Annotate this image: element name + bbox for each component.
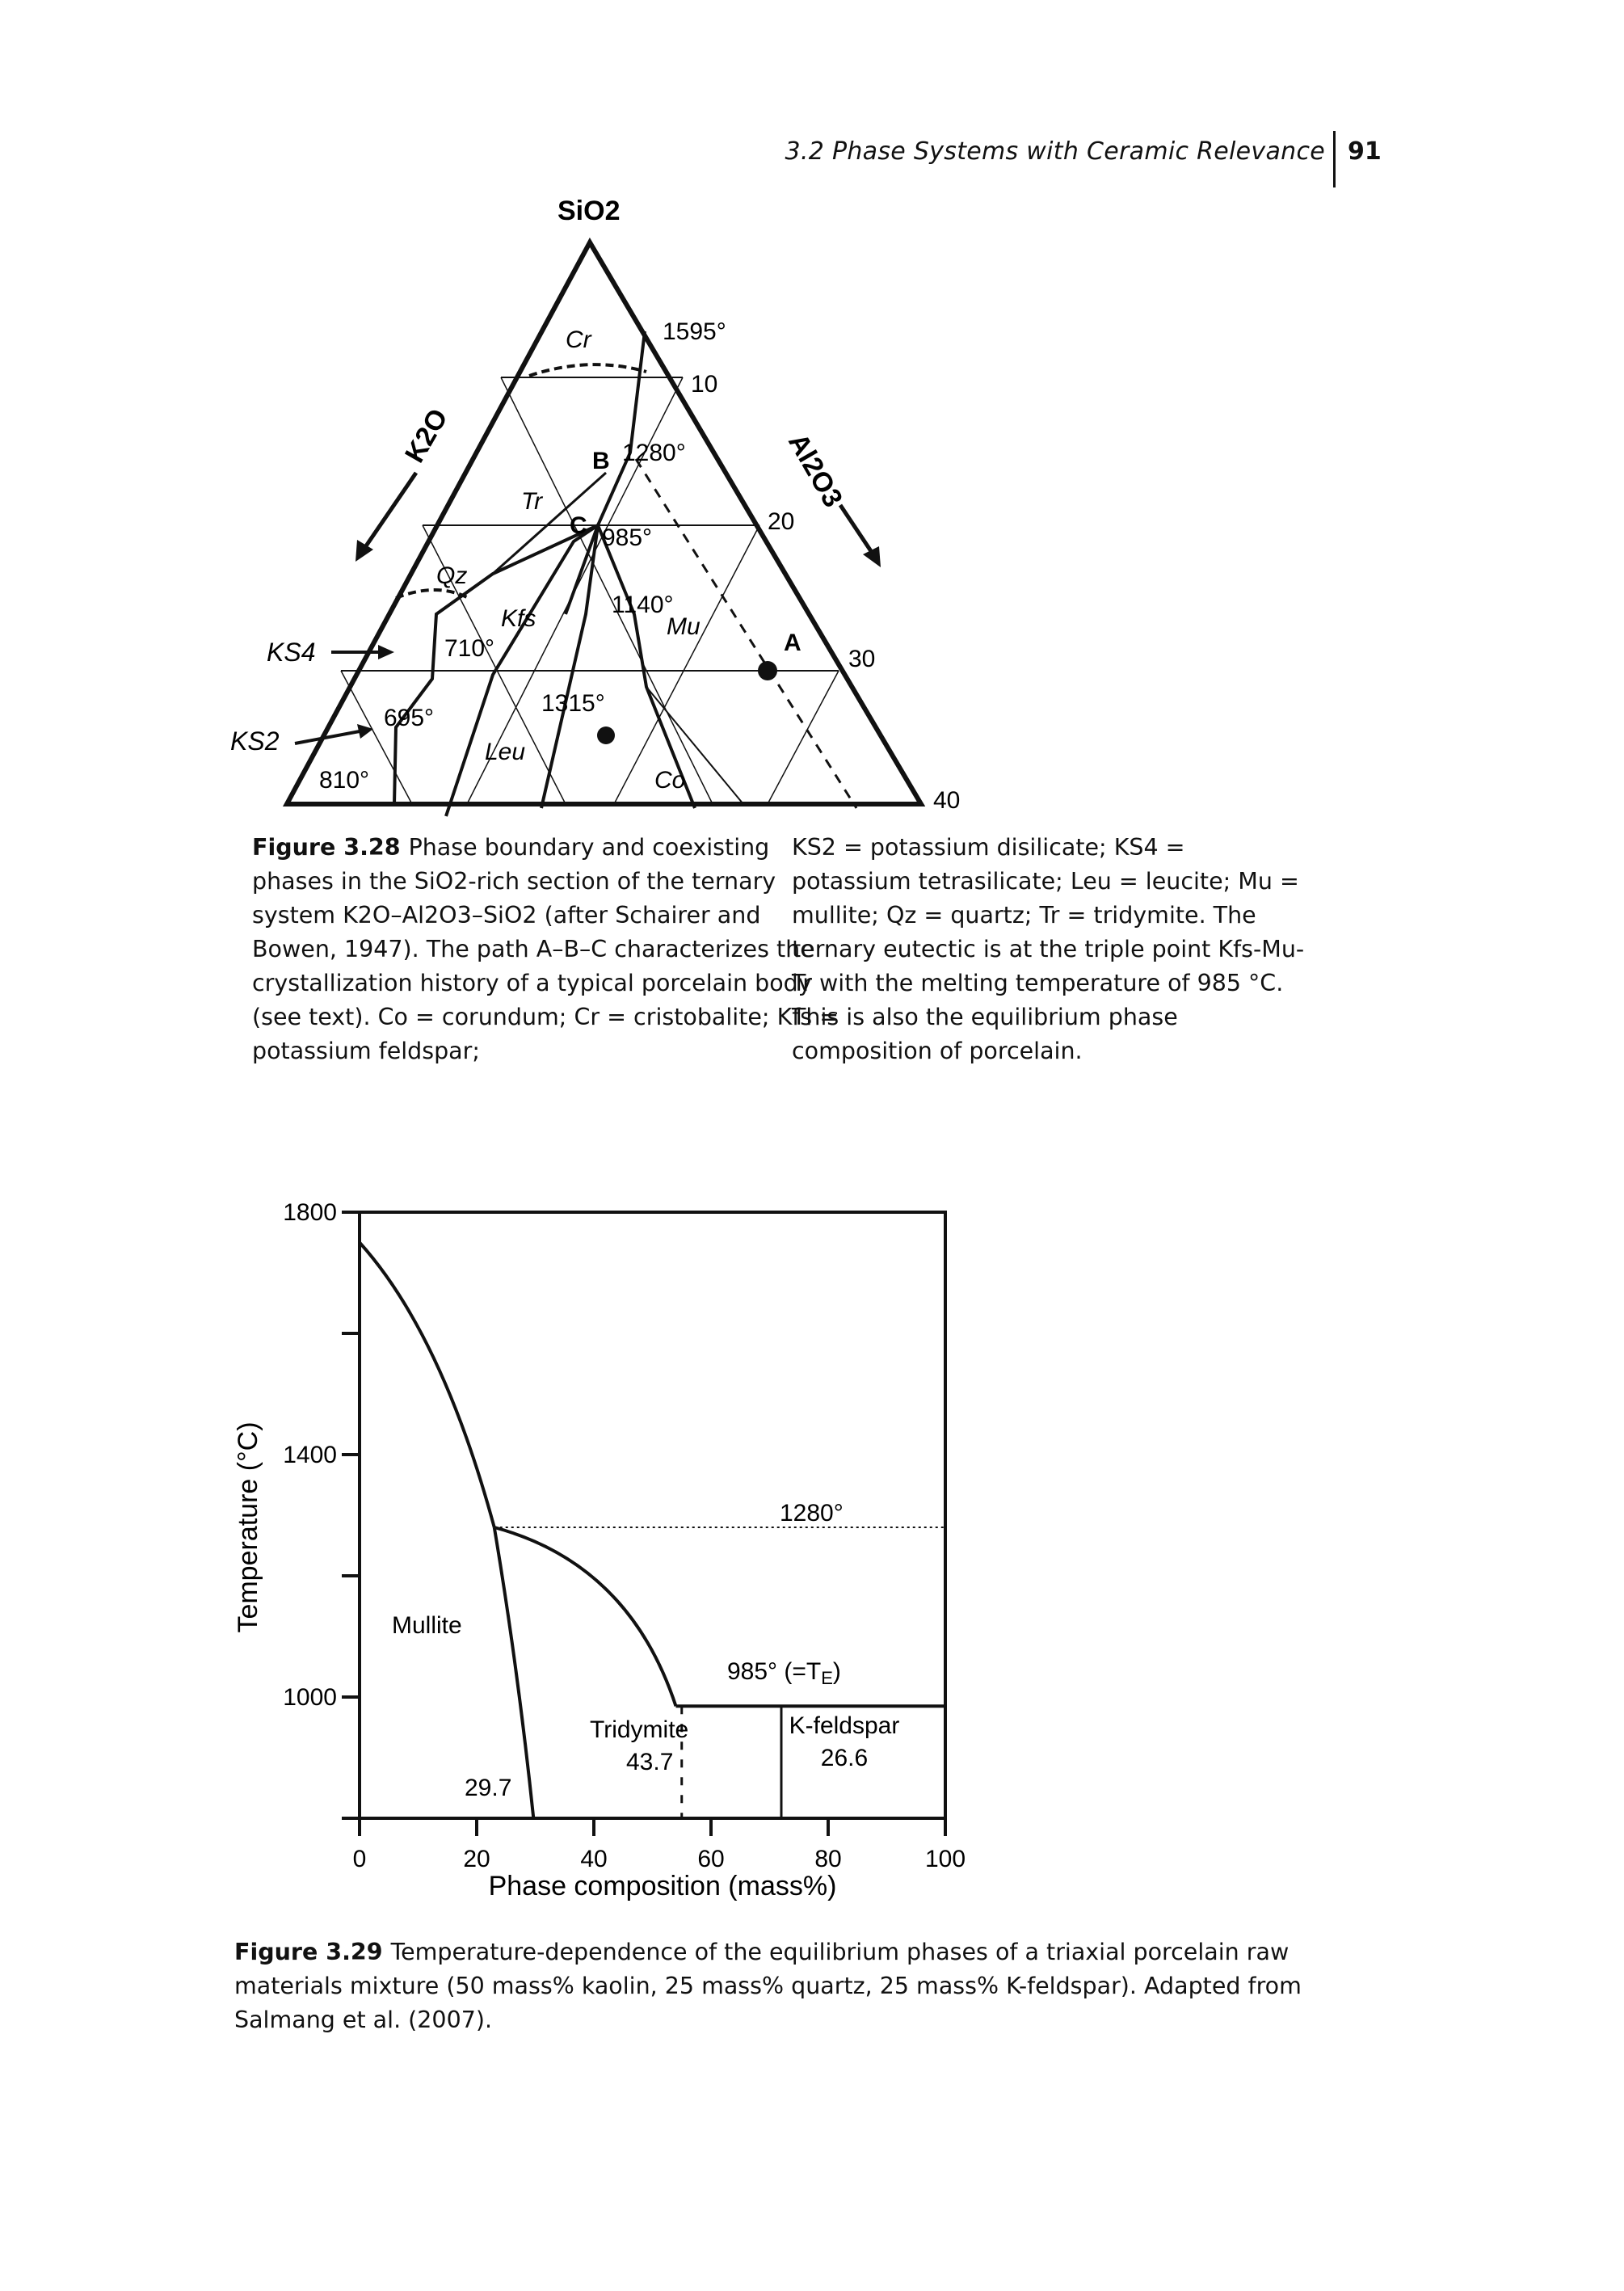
boundary-line xyxy=(596,524,696,809)
x-tick-label: 20 xyxy=(463,1846,490,1872)
composition-marker xyxy=(597,726,615,744)
point-a-marker xyxy=(758,661,777,680)
arrow-head-icon xyxy=(378,645,394,659)
crystallization-path xyxy=(634,458,858,809)
arrow-head-icon xyxy=(863,546,881,567)
grid-line xyxy=(422,524,566,805)
x-tick-label: 100 xyxy=(925,1846,966,1872)
tick-10: 10 xyxy=(691,371,717,398)
x-tick-label: 40 xyxy=(580,1846,607,1872)
boundary-line xyxy=(646,686,744,805)
tridymite-value: 43.7 xyxy=(626,1749,673,1775)
kfeldspar-value: 26.6 xyxy=(821,1745,868,1771)
phase-label-qz: Qz xyxy=(436,562,467,589)
temp-985: 985° xyxy=(602,524,652,551)
series-line-mullite-liquidus xyxy=(358,1241,496,1528)
point-a-label: A xyxy=(784,630,801,656)
temp-1140: 1140° xyxy=(612,592,674,618)
boundary-line xyxy=(393,524,599,805)
y-tick-label: 1400 xyxy=(283,1442,337,1468)
region-label-mullite: Mullite xyxy=(392,1612,462,1639)
phase-label-tr: Tr xyxy=(521,488,543,515)
temp-1280: 1280° xyxy=(622,440,686,466)
phase-label-leu: Leu xyxy=(485,739,525,765)
k2o-arrow xyxy=(361,471,419,551)
temp-810: 810° xyxy=(319,767,369,794)
grid-line xyxy=(613,524,760,805)
figure-28-caption-continued: KS2 = potassium disilicate; KS4 = potass… xyxy=(792,831,1309,1068)
apex-label: SiO2 xyxy=(557,196,620,226)
k2o-axis-label: K2O xyxy=(399,403,454,468)
plot-frame xyxy=(358,1211,947,1820)
region-label-kfeldspar: K-feldspar xyxy=(789,1712,900,1739)
phase-label-co: Co xyxy=(654,767,685,794)
cristobalite-boundary xyxy=(528,363,647,377)
running-title: 3.2 Phase Systems with Ceramic Relevance xyxy=(785,137,1325,166)
tick-40: 40 xyxy=(933,787,960,814)
figure-29-label: Figure 3.29 xyxy=(234,1939,383,1965)
annotation-985: 985° (=TE) xyxy=(727,1658,841,1688)
temp-1595: 1595° xyxy=(663,318,726,345)
grid-line xyxy=(340,670,413,805)
point-b-label: B xyxy=(592,448,610,474)
boundary-line xyxy=(564,524,600,615)
triangle-outline xyxy=(282,237,926,806)
boundary-line xyxy=(444,524,600,817)
phase-label-mu: Mu xyxy=(667,613,701,640)
tick-30: 30 xyxy=(848,646,875,672)
running-header: 3.2 Phase Systems with Ceramic Relevance… xyxy=(785,131,1551,187)
boundary-line xyxy=(492,471,607,575)
point-c-label: C xyxy=(570,512,587,539)
region-label-tridymite: Tridymite xyxy=(590,1716,688,1743)
ks2-label: KS2 xyxy=(230,726,280,756)
temp-695: 695° xyxy=(384,705,434,731)
annotation-1280: 1280° xyxy=(780,1500,844,1527)
ks4-label: KS4 xyxy=(267,638,315,667)
temp-710: 710° xyxy=(444,635,494,662)
series-line-tridymite xyxy=(494,1526,678,1707)
arrow-head-icon xyxy=(357,724,373,739)
al2o3-axis-label: Al2O3 xyxy=(782,428,848,512)
x-tick-label: 60 xyxy=(697,1846,724,1872)
grid-line xyxy=(500,377,713,805)
x-tick-label: 80 xyxy=(814,1846,841,1872)
figure-28-caption-right: KS2 = potassium disilicate; KS4 = potass… xyxy=(792,834,1305,1064)
grid-line xyxy=(767,670,839,805)
x-axis-label: Phase composition (mass%) xyxy=(489,1871,837,1901)
figure-28-label: Figure 3.28 xyxy=(252,834,401,861)
y-tick-label: 1800 xyxy=(283,1199,337,1226)
al2o3-arrow xyxy=(838,503,875,555)
quartz-boundary xyxy=(395,588,469,600)
figure-28-caption-left: Phase boundary and coexisting phases in … xyxy=(252,834,839,1064)
figure-29-caption-text: Temperature-dependence of the equilibriu… xyxy=(234,1939,1302,2033)
phase-label-kfs: Kfs xyxy=(501,605,536,632)
arrow-head-icon xyxy=(356,540,373,562)
plot-border xyxy=(358,1211,947,1820)
header-divider xyxy=(1333,131,1336,187)
page-number: 91 xyxy=(1348,137,1382,166)
mullite-value: 29.7 xyxy=(465,1775,511,1801)
chart-series xyxy=(358,1241,945,1819)
axis-ticks: 1800 1400 1000 0 20 40 60 80 100 xyxy=(283,1199,966,1872)
ternary-phase-diagram: SiO2 Cr 1595° 10 B 1280° Tr C 985° 20 Qz… xyxy=(230,196,960,817)
phase-composition-chart: 1800 1400 1000 0 20 40 60 80 100 Temperature (°C… xyxy=(233,1199,966,1901)
temp-1315: 1315° xyxy=(541,690,605,717)
ks2-arrow xyxy=(294,730,360,745)
y-axis-label: Temperature (°C) xyxy=(233,1421,263,1632)
tick-20: 20 xyxy=(768,508,794,535)
x-tick-label: 0 xyxy=(353,1846,367,1872)
series-line-mullite xyxy=(492,1527,536,1819)
phase-label-cr: Cr xyxy=(566,326,592,353)
y-tick-label: 1000 xyxy=(283,1684,337,1711)
